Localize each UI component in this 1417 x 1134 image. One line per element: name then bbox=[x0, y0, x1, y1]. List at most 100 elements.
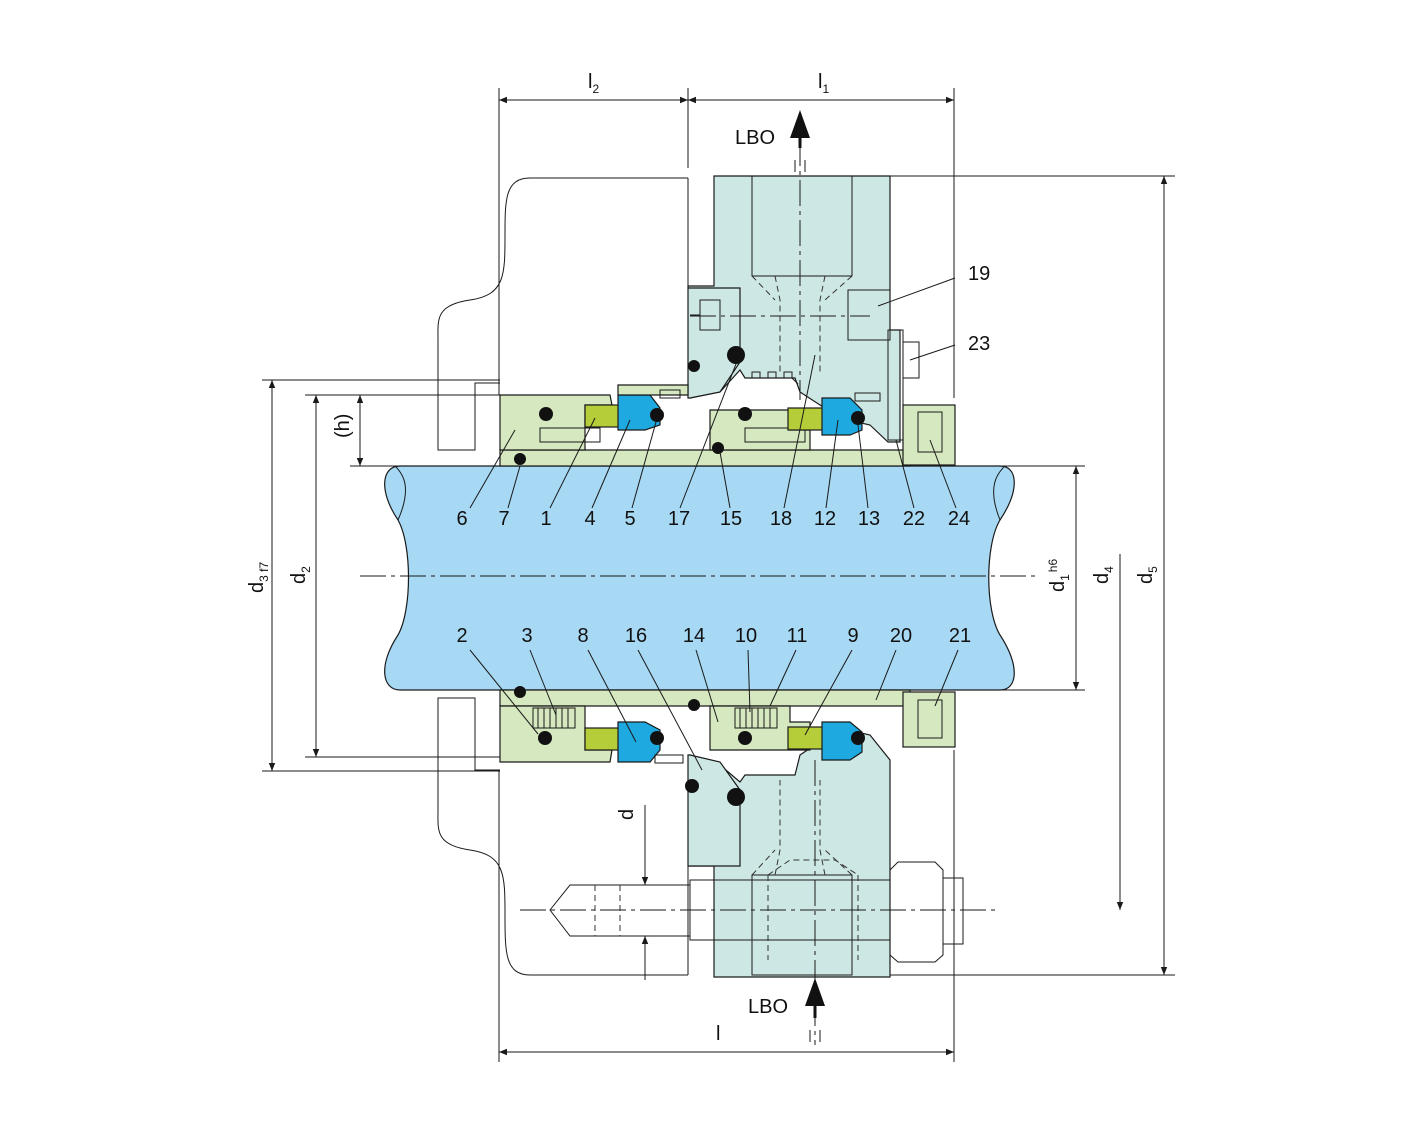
part-label-6: 6 bbox=[456, 508, 467, 530]
stud-hidden-lines bbox=[767, 859, 859, 960]
spring-10-coils bbox=[739, 708, 771, 728]
flow-arrow-top: LBO bbox=[735, 110, 810, 172]
part-label-9: 9 bbox=[847, 625, 858, 647]
inboard-seal-upper bbox=[499, 384, 689, 465]
antirotation-pin-upper bbox=[659, 389, 681, 399]
dim-l-label: l bbox=[716, 1023, 720, 1045]
part-label-15: 15 bbox=[720, 508, 742, 530]
leader-4 bbox=[591, 419, 631, 509]
part-label-22: 22 bbox=[903, 508, 925, 530]
dimension-labels: l2 l1 l d3 f7 d2 (h) d d1h6 d4 d5 bbox=[246, 71, 1160, 1045]
seat-ring-9-lower bbox=[787, 726, 824, 750]
part-labels-lower: 2 3 8 16 14 10 11 9 20 21 bbox=[456, 625, 971, 647]
o-ring-15-sleeve bbox=[712, 442, 724, 454]
o-ring-upper-a bbox=[539, 407, 553, 421]
flow-arrow-bottom: LBO bbox=[748, 978, 825, 1042]
part-label-5: 5 bbox=[624, 508, 635, 530]
clamp-collar bbox=[847, 289, 956, 748]
spring-10-housing bbox=[734, 707, 778, 729]
part-label-14: 14 bbox=[683, 625, 705, 647]
leader-16 bbox=[637, 649, 703, 771]
o-ring-17 bbox=[727, 346, 745, 364]
leader-5 bbox=[631, 421, 657, 509]
seal-face-lower-outboard bbox=[821, 721, 863, 761]
part-label-3: 3 bbox=[521, 625, 532, 647]
leader-9 bbox=[804, 649, 853, 736]
o-ring-adapter-lower bbox=[727, 788, 745, 806]
adapter-ring-upper bbox=[687, 287, 741, 399]
o-ring-14-lower bbox=[738, 731, 752, 745]
leader-6 bbox=[469, 429, 516, 509]
gland-teeth-upper bbox=[745, 371, 799, 385]
leader-17 bbox=[679, 363, 737, 509]
upper-flush-channel bbox=[774, 275, 826, 375]
stator-retainer-upper bbox=[617, 384, 689, 396]
o-ring-5-upper bbox=[650, 408, 664, 422]
o-ring-15-upper bbox=[738, 407, 752, 421]
o-ring-2-lower bbox=[538, 731, 552, 745]
shaft-body bbox=[384, 465, 1015, 691]
part-label-23: 23 bbox=[968, 333, 990, 355]
leader-3 bbox=[529, 649, 557, 716]
sleeve-lower bbox=[499, 689, 911, 707]
lower-port-bore bbox=[751, 874, 853, 976]
part-label-19: 19 bbox=[968, 263, 990, 285]
leader-2 bbox=[469, 649, 539, 735]
setting-plate-22 bbox=[887, 329, 904, 441]
antirotation-pin-outboard-upper bbox=[854, 392, 881, 402]
antirotation-pin-lower bbox=[654, 754, 684, 764]
upper-bolt-pocket bbox=[690, 299, 721, 331]
seat-ring-1-upper bbox=[584, 404, 621, 428]
leader-20 bbox=[875, 649, 897, 701]
dim-h-label: (h) bbox=[332, 414, 354, 438]
outboard-seal-lower bbox=[685, 705, 865, 806]
leader-7 bbox=[507, 465, 521, 509]
part-label-7: 7 bbox=[498, 508, 509, 530]
dim-d3-label: d3 f7 bbox=[246, 562, 271, 593]
leader-23 bbox=[909, 344, 956, 361]
part-label-10: 10 bbox=[735, 625, 757, 647]
spring-3-housing bbox=[532, 707, 576, 729]
inboard-seal-lower bbox=[499, 686, 700, 764]
dim-l2-label: l2 bbox=[588, 71, 599, 96]
o-ring-sleeve-lower bbox=[688, 699, 700, 711]
leader-10 bbox=[747, 649, 751, 713]
spring-3-coils bbox=[537, 708, 569, 728]
lower-flush-channel bbox=[774, 780, 826, 876]
housing-lower-outline bbox=[437, 697, 688, 976]
dim-d5-label: d5 bbox=[1135, 566, 1160, 584]
seat-ring-12-upper bbox=[787, 407, 824, 431]
seal-face-8-lower bbox=[617, 721, 661, 763]
o-ring-lower-b bbox=[650, 731, 664, 745]
leader-11 bbox=[769, 649, 797, 707]
leader-21 bbox=[934, 649, 959, 707]
leader-8 bbox=[587, 649, 637, 743]
leader-1 bbox=[549, 417, 596, 509]
part-labels-right: 19 23 bbox=[968, 263, 990, 355]
part-label-18: 18 bbox=[770, 508, 792, 530]
part-label-20: 20 bbox=[890, 625, 912, 647]
part-label-8: 8 bbox=[577, 625, 588, 647]
inboard-pin-upper bbox=[539, 427, 601, 443]
part-label-4: 4 bbox=[584, 508, 595, 530]
o-ring-13-upper bbox=[851, 411, 865, 425]
dim-d-label: d bbox=[616, 809, 638, 820]
part-label-12: 12 bbox=[814, 508, 836, 530]
o-ring-16-lower bbox=[685, 779, 699, 793]
shaft-sleeve bbox=[499, 449, 911, 707]
o-ring-lower-outboard bbox=[851, 731, 865, 745]
leader-15 bbox=[719, 451, 731, 509]
leader-18 bbox=[783, 354, 816, 509]
seat-ring-lower bbox=[584, 727, 621, 751]
dim-d4-label: d4 bbox=[1091, 566, 1116, 584]
leader-13 bbox=[857, 424, 869, 509]
plug-19 bbox=[847, 289, 891, 341]
part-label-24: 24 bbox=[948, 508, 970, 530]
shaft bbox=[384, 465, 1015, 691]
sleeve-upper bbox=[499, 449, 911, 467]
upper-port-bore bbox=[751, 175, 853, 277]
leader-19 bbox=[877, 277, 956, 307]
outboard-pin-upper bbox=[744, 427, 806, 443]
housing-upper-outline bbox=[437, 177, 688, 451]
